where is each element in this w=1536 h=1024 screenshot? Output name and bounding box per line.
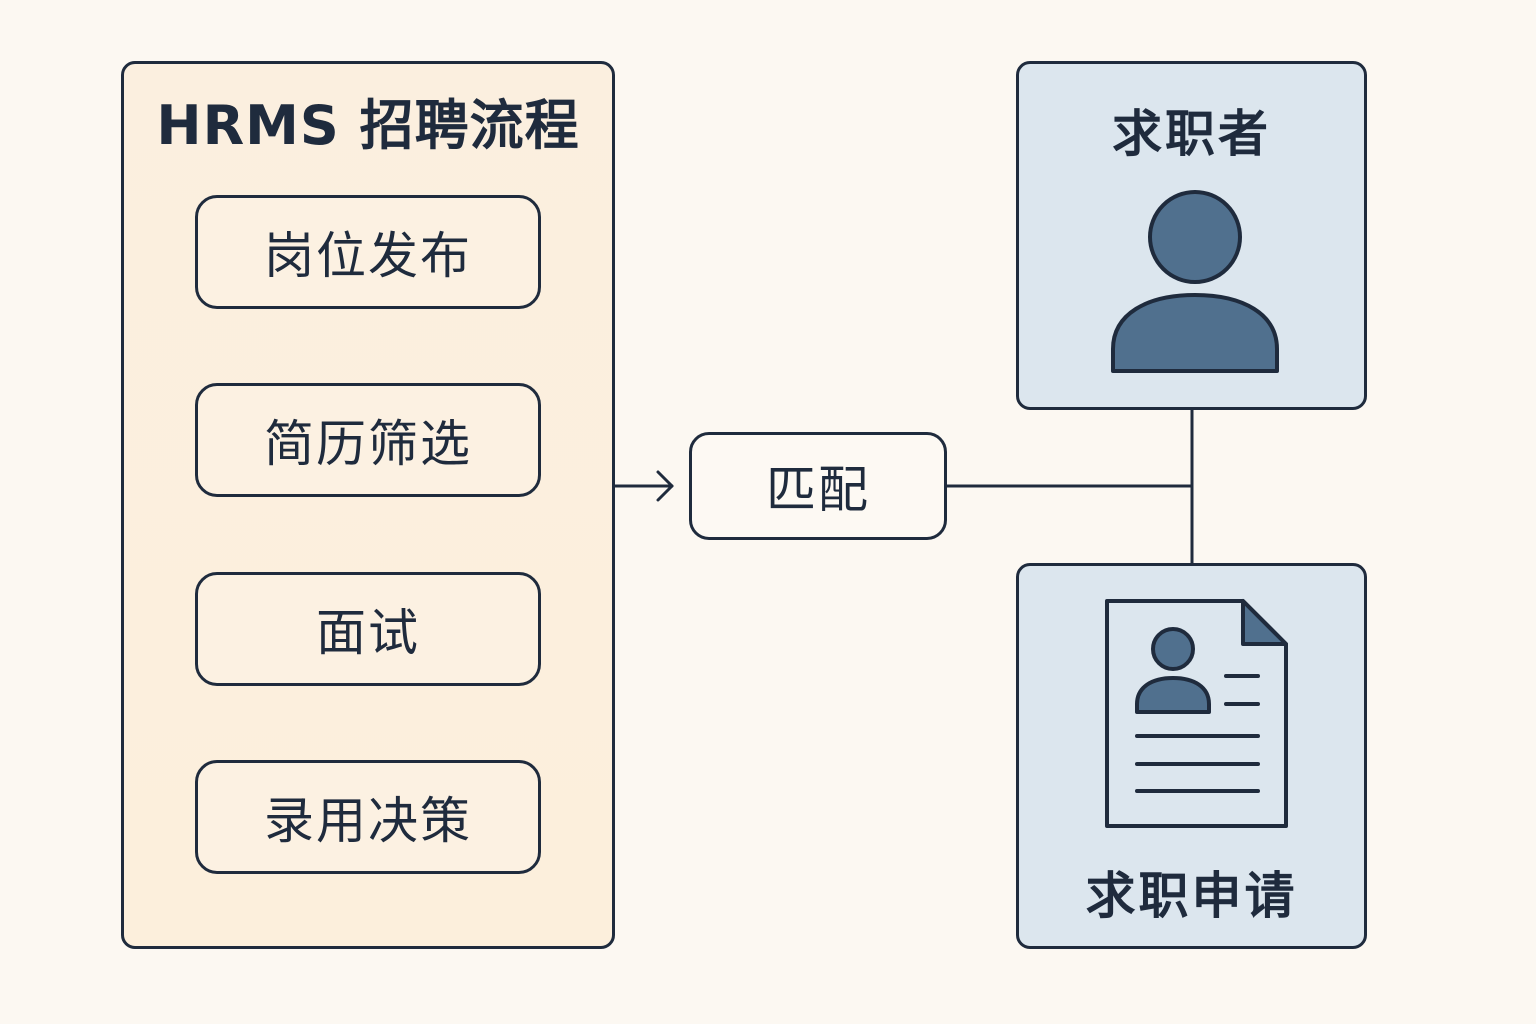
step-job-posting[interactable]: 岗位发布 (195, 195, 541, 309)
step-interview[interactable]: 面试 (195, 572, 541, 686)
step-hiring-decision[interactable]: 录用决策 (195, 760, 541, 874)
job-seeker-panel[interactable]: 求职者 (1016, 61, 1367, 410)
match-node[interactable]: 匹配 (689, 432, 947, 540)
process-title: HRMS 招聘流程 (156, 94, 580, 157)
step-resume-screening[interactable]: 简历筛选 (195, 383, 541, 497)
job-seeker-label: 求职者 (1112, 105, 1271, 163)
arrow-process-to-match (613, 470, 674, 502)
job-application-panel[interactable]: 求职申请 (1016, 563, 1367, 949)
job-application-label: 求职申请 (1085, 867, 1298, 925)
person-icon (1111, 190, 1279, 373)
resume-document-icon (1105, 599, 1288, 828)
